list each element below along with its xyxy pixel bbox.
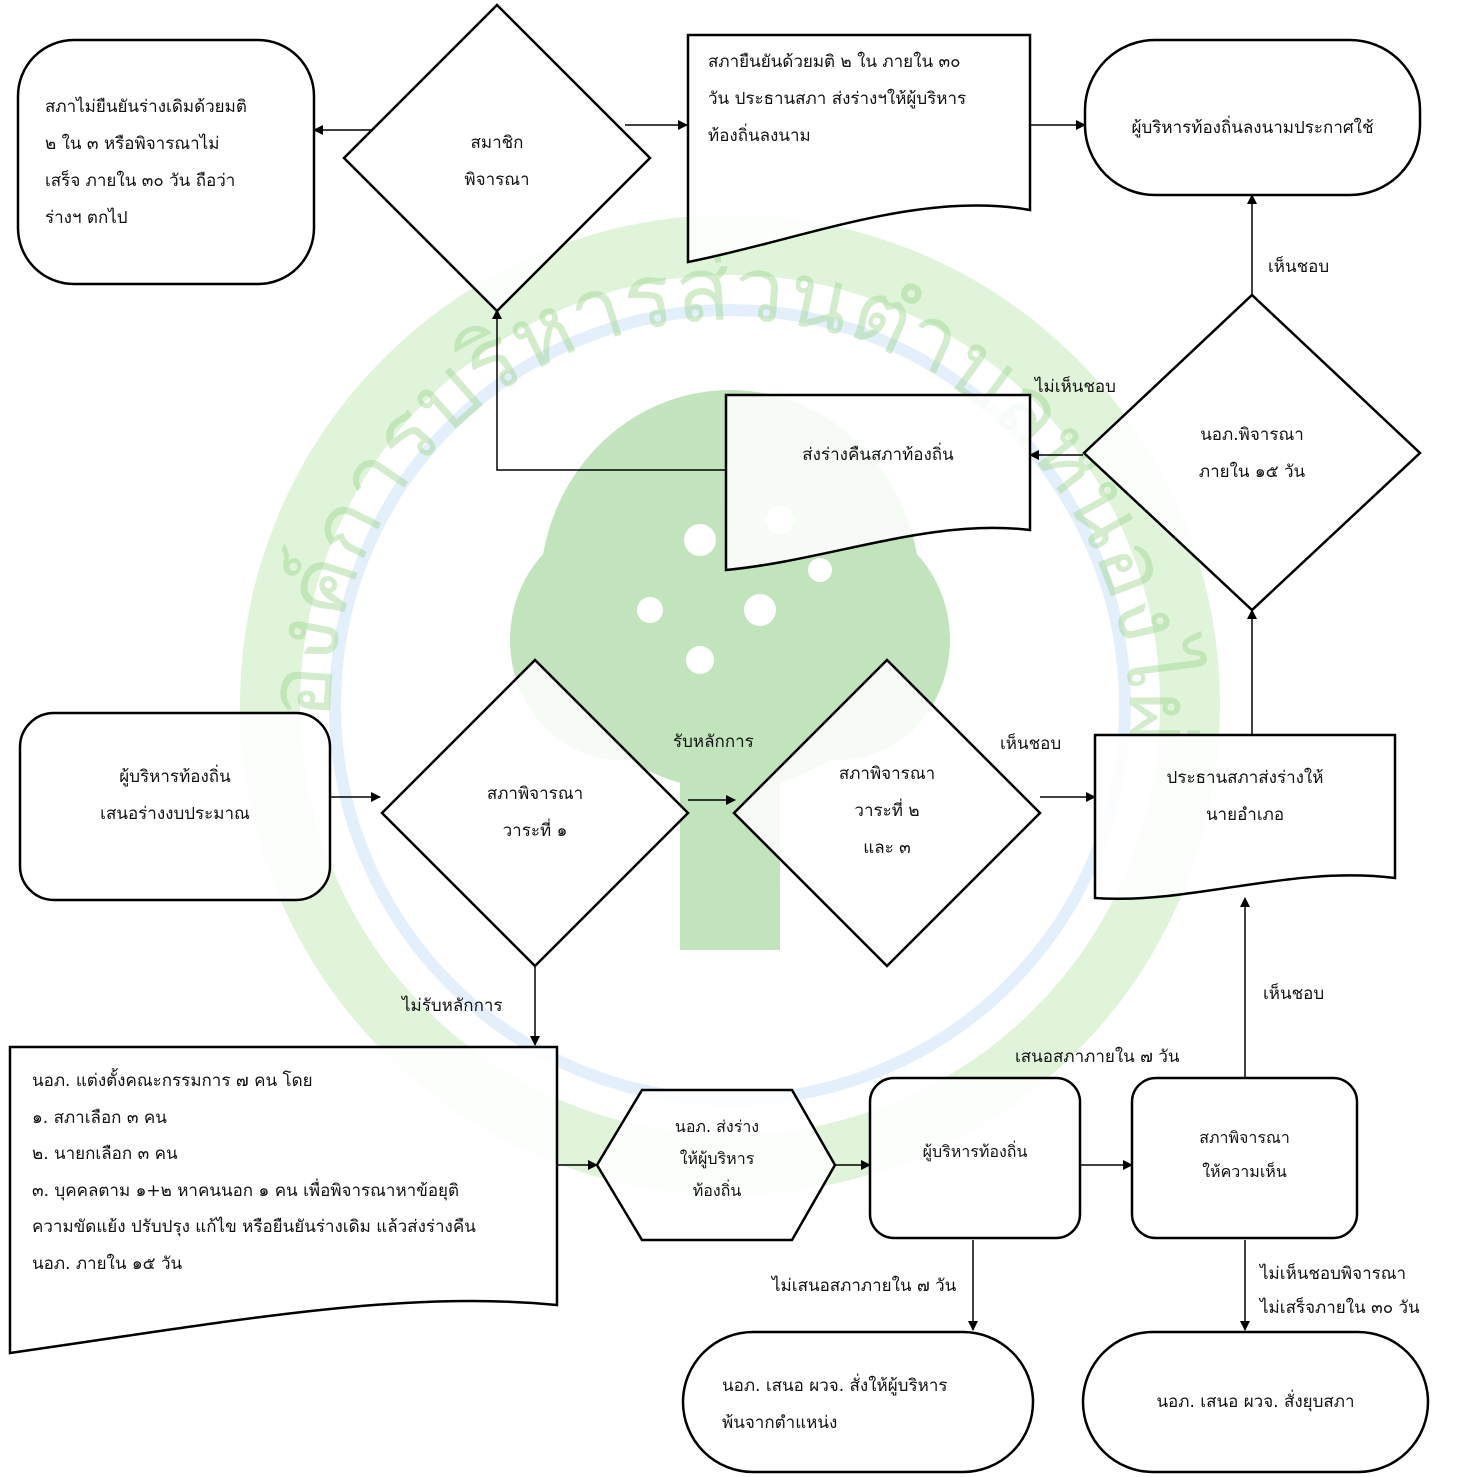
node-text-line: ความขัดแย้ง ปรับปรุง แก้ไข หรือยืนยันร่า… xyxy=(32,1217,476,1237)
node-text-line: ๑. สภาเลือก ๓ คน xyxy=(32,1107,167,1128)
node-council-confirms-document xyxy=(686,33,1032,264)
node-text-line: สภายืนยันด้วยมติ ๒ ใน ภายใน ๓๐ xyxy=(708,52,961,72)
node-committee-document xyxy=(8,1045,559,1355)
edge-label-approve-second-reading: เห็นชอบ xyxy=(1000,734,1062,754)
node-text-line: ผู้บริหารท้องถิ่น xyxy=(119,767,231,787)
node-text-line: เสร็จ ภายใน ๓๐ วัน ถือว่า xyxy=(45,171,236,191)
edge-label-not-propose-within-7: ไม่เสนอสภาภายใน ๗ วัน xyxy=(772,1276,957,1296)
node-text-line: นอภ. เสนอ ผวจ. สั่งยุบสภา xyxy=(1156,1392,1355,1412)
node-second-third-diamond xyxy=(732,658,1042,968)
node-text-line: สภาพิจารณา xyxy=(486,784,584,804)
node-chair-sends-to-district: ประธานสภาส่งร่างให้ นายอำเภอ xyxy=(1095,760,1395,834)
node-executive-proposes-box xyxy=(18,711,332,902)
node-text-line: นอภ. แต่งตั้งคณะกรรมการ ๗ คน โดย xyxy=(32,1071,313,1091)
node-text-line: สภาพิจารณา xyxy=(838,764,936,784)
node-members-consider-diamond xyxy=(342,3,652,313)
node-text-line: สมาชิก xyxy=(470,133,524,153)
node-text-line: ส่งร่างคืนสภาท้องถิ่น xyxy=(802,445,954,465)
node-first-reading-diamond xyxy=(380,658,690,968)
node-text-line: นอภ. ส่งร่าง xyxy=(674,1117,760,1136)
arrow-return-to-members xyxy=(492,309,726,471)
node-text-line: ท้องถิ่น xyxy=(692,1181,742,1200)
node-council-dissolved: นอภ. เสนอ ผวจ. สั่งยุบสภา xyxy=(1083,1384,1428,1421)
node-text-line: และ ๓ xyxy=(863,838,911,858)
node-local-executive-box xyxy=(868,1076,1082,1240)
node-text-line: ภายใน ๑๕ วัน xyxy=(1198,462,1306,482)
node-chair-sends-document xyxy=(1093,733,1397,900)
node-text-line: ๒ ใน ๓ หรือพิจารณาไม่ xyxy=(45,134,220,154)
node-council-opinion: สภาพิจารณา ให้ความเห็น xyxy=(1132,1121,1357,1189)
edge-label-accept-principle: รับหลักการ xyxy=(673,732,754,752)
node-text-line: ๓. บุคคลตาม ๑+๒ หาคนนอก ๑ คน เพื่อพิจารณ… xyxy=(32,1180,460,1201)
node-text-line: ให้ผู้บริหาร xyxy=(679,1149,755,1168)
node-council-opinion-box xyxy=(1130,1076,1359,1240)
edge-label-reject-principle: ไม่รับหลักการ xyxy=(402,996,503,1016)
node-text-line: ร่างฯ ตกไป xyxy=(45,208,128,228)
node-text-line: นอภ. ภายใน ๑๕ วัน xyxy=(32,1253,183,1274)
node-members-consider: สมาชิก พิจารณา xyxy=(412,125,582,199)
edge-label-approve-district: เห็นชอบ xyxy=(1268,257,1330,277)
node-council-dissolved-box xyxy=(1081,1330,1430,1474)
node-text-line: พิจารณา xyxy=(464,170,530,190)
node-executive-removed-box xyxy=(681,1330,1035,1474)
node-text-line: นอภ. เสนอ ผวจ. สั่งให้ผู้บริหาร xyxy=(722,1376,948,1396)
node-executive-removed: นอภ. เสนอ ผวจ. สั่งให้ผู้บริหาร พ้นจากตำ… xyxy=(722,1368,1022,1442)
edge-label-propose-within-7: เสนอสภาภายใน ๗ วัน xyxy=(1015,1047,1180,1067)
node-district-review-diamond xyxy=(1082,293,1422,612)
node-return-to-council: ส่งร่างคืนสภาท้องถิ่น xyxy=(726,437,1030,474)
edge-label-approve-council-opinion: เห็นชอบ xyxy=(1263,984,1325,1004)
node-second-third-reading: สภาพิจารณา วาระที่ ๒ และ ๓ xyxy=(782,756,992,867)
node-text-line: นายอำเภอ xyxy=(1205,805,1285,825)
node-committee-appointed: นอภ. แต่งตั้งคณะกรรมการ ๗ คน โดย ๑. สภาเ… xyxy=(32,1063,552,1282)
node-text-line: วัน ประธานสภา ส่งร่างฯให้ผู้บริหาร xyxy=(708,89,967,109)
node-text-line: เสนอร่างงบประมาณ xyxy=(100,804,250,824)
node-text-line: ท้องถิ่นลงนาม xyxy=(708,126,811,146)
node-text-line: นอภ.พิจารณา xyxy=(1200,425,1304,445)
node-text-line: ประธานสภาส่งร่างให้ xyxy=(1166,768,1324,788)
node-district-sends-to-executive: นอภ. ส่งร่าง ให้ผู้บริหาร ท้องถิ่น xyxy=(627,1111,807,1207)
node-draft-lapses-box xyxy=(16,38,316,286)
node-district-review: นอภ.พิจารณา ภายใน ๑๕ วัน xyxy=(1147,417,1357,491)
node-text-line: ผู้บริหารท้องถิ่น xyxy=(922,1142,1028,1161)
node-text-line: ผู้บริหารท้องถิ่นลงนามประกาศใช้ xyxy=(1131,118,1374,138)
node-district-send-hexagon xyxy=(595,1088,837,1242)
node-text-line: วาระที่ ๒ xyxy=(854,801,920,821)
node-text-line: สภาพิจารณา xyxy=(1199,1128,1290,1147)
edge-label-disapprove: ไม่เห็นชอบ xyxy=(1035,377,1116,397)
node-council-confirms: สภายืนยันด้วยมติ ๒ ใน ภายใน ๓๐ วัน ประธา… xyxy=(708,44,1028,155)
node-executive-signs-box xyxy=(1083,38,1422,197)
node-draft-lapses: สภาไม่ยืนยันร่างเดิมด้วยมติ ๒ ใน ๓ หรือพ… xyxy=(45,89,305,237)
node-text-line: ให้ความเห็น xyxy=(1202,1162,1287,1181)
edge-label-disapprove-unfinished-2: ไม่เสร็จภายใน ๓๐ วัน xyxy=(1260,1298,1420,1318)
node-text-line: วาระที่ ๑ xyxy=(502,821,568,841)
node-local-executive: ผู้บริหารท้องถิ่น xyxy=(870,1133,1080,1170)
node-first-reading: สภาพิจารณา วาระที่ ๑ xyxy=(430,776,640,850)
node-executive-proposes: ผู้บริหารท้องถิ่น เสนอร่างงบประมาณ xyxy=(20,759,330,833)
edge-label-disapprove-unfinished-1: ไม่เห็นชอบพิจารณา xyxy=(1260,1264,1407,1284)
node-return-to-council-document xyxy=(724,393,1032,572)
node-executive-signs: ผู้บริหารท้องถิ่นลงนามประกาศใช้ xyxy=(1085,110,1420,147)
node-text-line: สภาไม่ยืนยันร่างเดิมด้วยมติ xyxy=(45,97,247,117)
node-text-line: ๒. นายกเลือก ๓ คน xyxy=(32,1144,178,1164)
node-text-line: พ้นจากตำแหน่ง xyxy=(722,1413,838,1433)
